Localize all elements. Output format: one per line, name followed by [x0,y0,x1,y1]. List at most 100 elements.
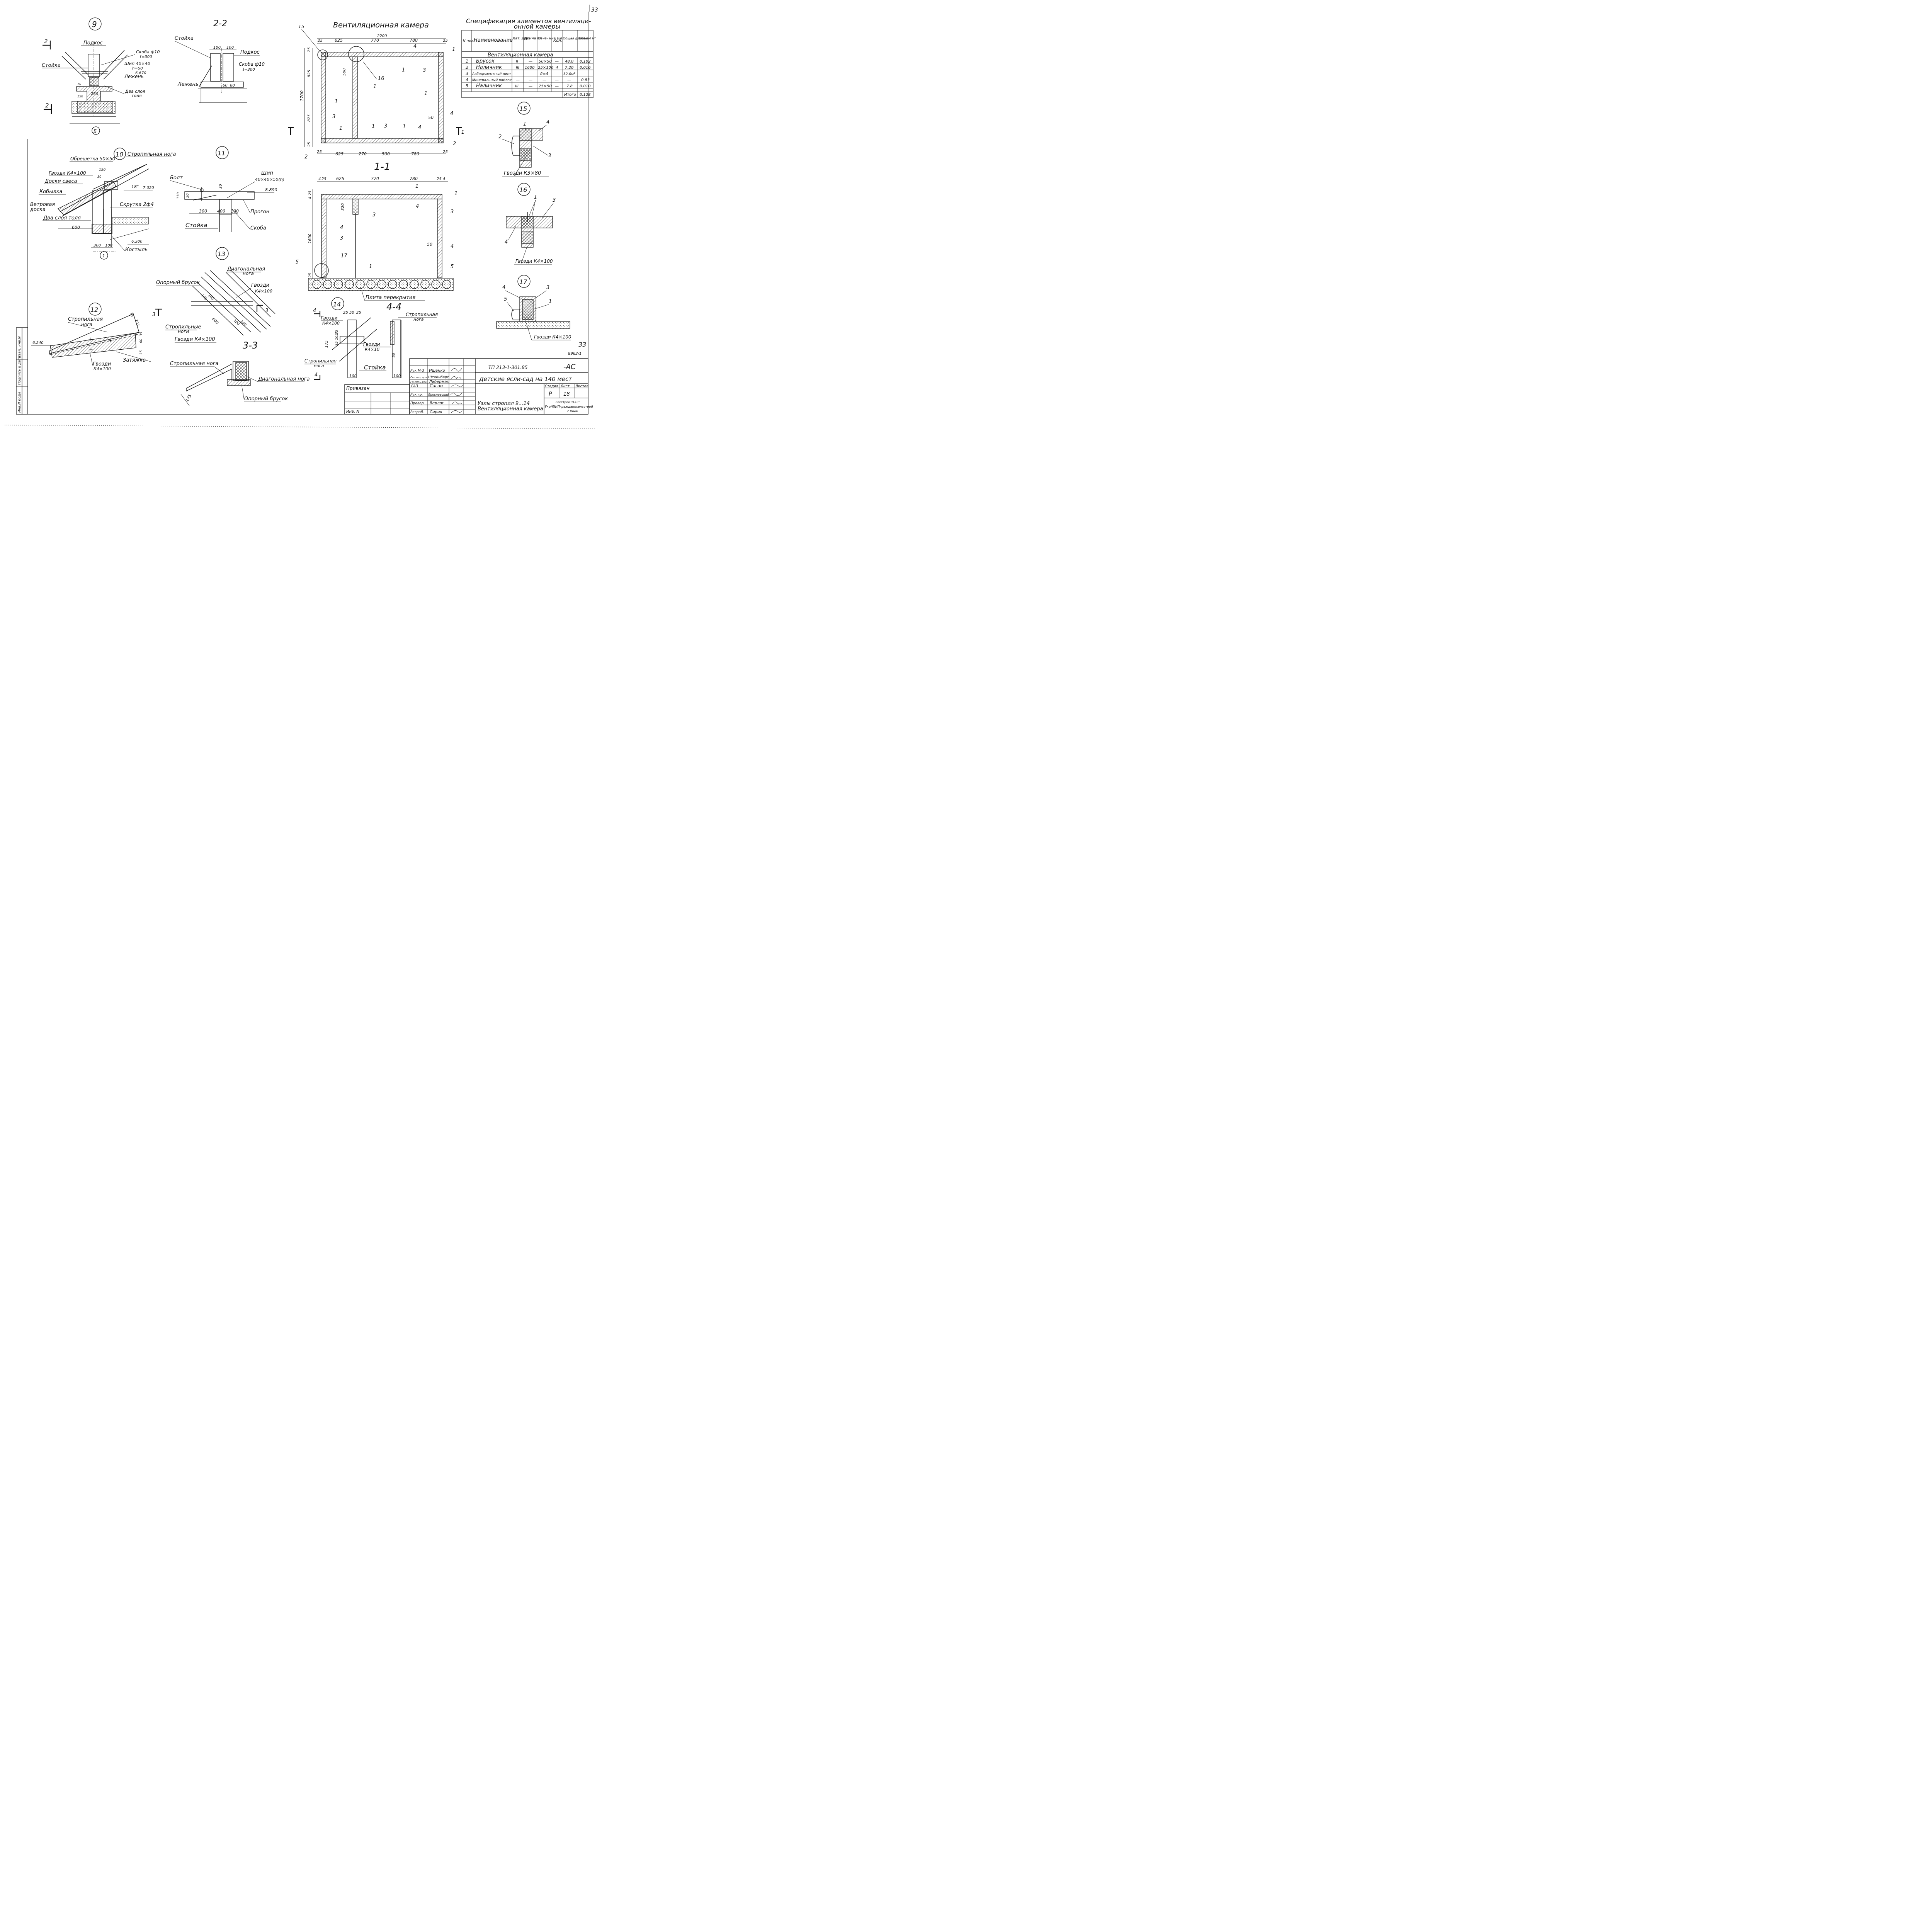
node-11-label-ship-size: 40×40×50(h) [255,177,284,182]
node-9-label-podkos: Подкос [83,40,103,46]
spec-header-len: Длина мм [524,37,543,41]
section-3-3-label-rafter: Стропильная нога [170,361,218,367]
spec-row-2-sec: 25×100 [538,66,553,70]
spec-header-total-len: Общая длина м [563,37,588,40]
plan-dim-total-height: 1700 [299,90,304,101]
node-10-label-kobylka: Кобылка [39,189,63,195]
spec-table: Спецификация элементов вентиляци- онной … [461,17,596,98]
plan-dim-total-width: 2200 [377,34,387,38]
node-10-dim-300: 300 [94,243,101,248]
plan-mark-3b: 3 [332,114,335,120]
spec-row-2-name: Наличник [476,65,502,70]
node-13-label-diag-2: нога [243,271,254,276]
section-2-2-dim-a: 100 [213,46,221,50]
sec44-mark-1a: 1 [415,184,418,189]
node-10-label-layers: Два слоя толя [43,215,81,221]
spec-row-3-sec: δ=4 [540,72,548,76]
node-12-dim-35d: 35 [139,350,143,355]
spec-row-5-cat: III [515,84,519,88]
spec-row-1-qty: — [555,60,559,64]
node-14-label-post: Стойка [364,364,386,371]
node-11-label-bolt: Болт [170,175,183,181]
node-9-axis: Б [94,129,97,134]
plan-dim-bot-3: 500 [382,151,390,156]
node-10-number: 10 [116,151,123,158]
spec-row-1-cat: II [516,60,518,64]
sec44-dim-left-2: 1600 [308,234,312,243]
node-14-label-nails-a-size: К4×100 [322,321,340,326]
sec44-dim-3: 770 [371,176,379,181]
sec44-dim-left-3: 25 [308,273,312,277]
sec44-mark-1b: 1 [454,191,457,197]
node-10-label-rafter: Стропильная нога [128,151,176,157]
spec-row-1-name: Брусок [476,58,495,64]
sec44-mark-17: 17 [341,253,347,259]
title-block: ТП 213-1-301.85 -АС Детские ясли-сад на … [344,358,593,415]
sec44-mark-1c: 1 [369,264,372,270]
sec44-mark-4c: 4 [451,244,454,250]
stamp-stage: Р [549,391,552,397]
node-9-label-ship-h: h=50 [132,66,143,71]
plan-mark-1g: 1 [424,91,427,97]
node-14-label-nails-b: Гвозди [363,342,380,347]
spec-header-section: Сече- ние мм [538,37,562,41]
node-13-number: 13 [218,250,225,258]
spec-row-1-pos: 1 [466,59,468,64]
plan-mark-3c: 3 [384,123,387,129]
node-12-label-tie: Затяжка [123,357,146,363]
spec-title-1: Спецификация элементов вентиляци- [466,17,591,25]
stamp-name-5: Верлог [430,401,444,405]
sec44-slab-label: Плита перекрытия [366,295,415,301]
node-10-label-nails: Гвозди К4×100 [49,170,86,176]
spec-group: Вентиляционная камера [488,52,553,58]
section-2-2-label-lezhen: Лежень [177,82,199,87]
node-16-number: 16 [519,186,527,194]
plan-dim-left-3: 25 [307,142,311,147]
node-9-label-tol: толя [131,93,142,98]
node-13: 13 Диагональная нога Опорный брусок Гвоз… [152,247,276,351]
node-17-mark-1: 1 [549,299,552,304]
plan-mark-1d: 1 [373,84,376,90]
section-3-3-dim-175: 175 [185,394,192,402]
stamp-role-4: Рук.гр. [410,393,423,397]
strip-label-sign: Подпись и дата [18,356,22,385]
stamp-suffix: -АС [563,363,576,371]
node-14-label-rafter-b-2: нога [413,317,424,322]
node-14-dim-100b: 100 [393,374,401,378]
node-13-label-rafters: Стропильные [165,324,201,330]
node-10-dim-100: 100 [105,243,112,248]
node-11-dim-400: 400 [217,209,225,214]
section-3-3-title: 3-3 [243,340,258,351]
node-10-elev-6300: 6.300 [131,240,143,244]
stamp-role-5: Провер [410,401,424,405]
strip-label-inv: Инв.N подл [18,392,22,413]
plan-dim-bot-0: 25 [317,150,322,154]
section-2-2-label-podkos: Подкос [240,49,260,55]
plan-dim-bot-1: 625 [335,151,344,156]
node-15-number: 15 [519,105,527,112]
spec-row-1-sec: 50×50 [539,60,552,64]
stamp-name-3: Саган [430,383,443,388]
node-14-dim-100a: 100 [349,374,357,378]
plan-mark-4b: 4 [450,111,453,117]
spec-header-pos: N поз. [463,39,474,43]
plan-mark-4c: 4 [418,125,421,131]
section-2-2-dim-b: 100 [226,46,234,50]
sec44-mark-3a: 3 [372,212,376,218]
node-9-circle [88,17,102,31]
spec-row-1-vol: 0.102 [580,60,591,64]
node-11-dim-300: 300 [199,209,207,214]
node-15-label-nails: Гвозди К3×80 [504,170,541,176]
stamp-org-1: Госстрой УССР [556,400,580,404]
plan-mark-1f: 1 [403,124,406,130]
sec44-dim-5: 25 [437,177,442,181]
plan-dim-bot-5: 25 [443,150,448,154]
plan-dim-left-0: 25 [307,47,311,52]
node-14-section-top: 4 [313,308,316,314]
node-9-label-layers: Два слоя [125,89,145,94]
node-10-elev-7020: 7.020 [143,186,154,190]
node-12-nail-a: + [88,337,92,342]
stamp-name-1: Штейнберг [428,376,449,379]
node-14-dim-105: 105 [335,333,339,340]
stamp-inv: Инв. N [346,410,359,414]
